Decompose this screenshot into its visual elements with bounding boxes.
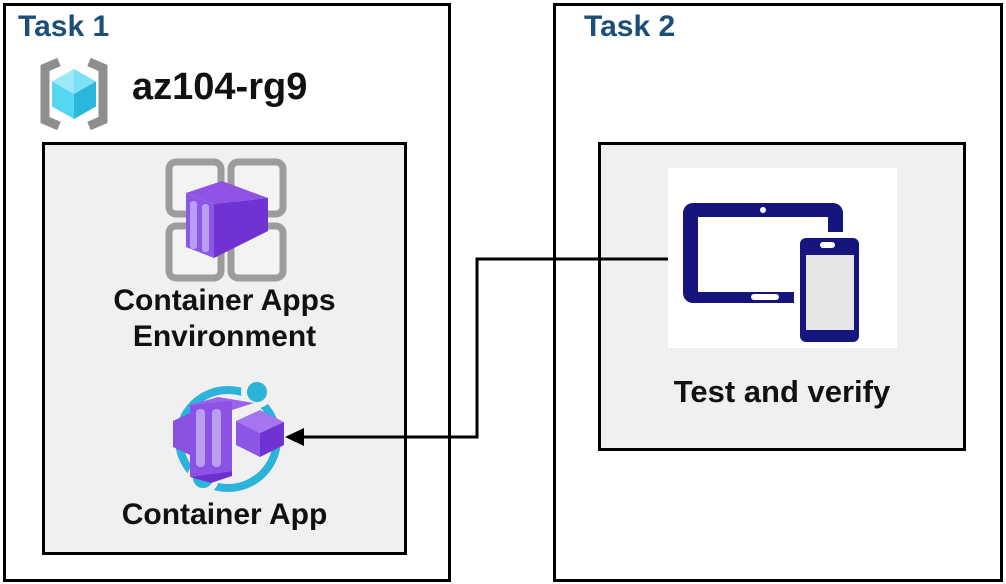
tablet-camera-dot: [760, 207, 766, 213]
task2-title: Task 2: [584, 10, 676, 43]
test-and-verify-label: Test and verify: [673, 374, 891, 409]
tablet-home-bar: [751, 294, 779, 300]
environment-label-line2: Environment: [132, 320, 317, 353]
container-apps-environment-icon: [165, 158, 287, 282]
phone-speaker: [820, 242, 835, 248]
task1-title: Task 1: [18, 10, 110, 43]
environment-label: Container Apps Environment: [42, 283, 407, 355]
environment-label-line1: Container Apps: [113, 284, 336, 317]
device-icon-plate: [668, 168, 897, 348]
azure-resource-group-icon: [40, 57, 108, 131]
tablet-and-phone-icon: [683, 203, 865, 348]
container-app-label: Container App: [121, 498, 328, 531]
phone-screen: [806, 255, 854, 330]
resource-group-name: az104-rg9: [132, 66, 308, 108]
container-app-icon: [173, 377, 284, 494]
